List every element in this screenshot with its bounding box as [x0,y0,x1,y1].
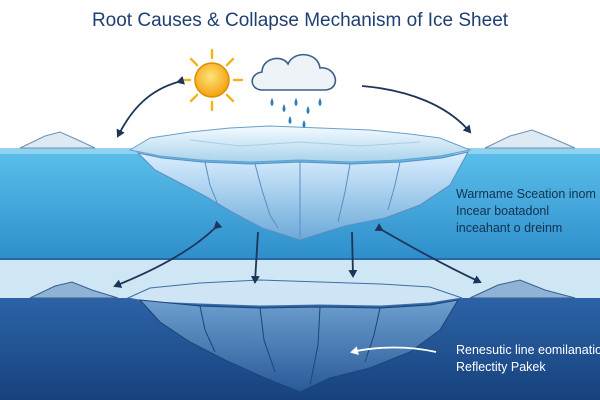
upper-iceberg-crack-4 [337,163,351,223]
upper-iceberg-ridge [189,139,421,147]
upper-iceberg [128,125,472,241]
lower-iceberg-crack-2 [259,307,276,373]
upper-iceberg-underwater [136,151,469,241]
mountain-right-bottom [469,279,576,299]
diagram-title: Root Causes & Collapse Mechanism of Ice … [91,10,509,31]
upper-label-line-1: Warmame Sceation inom [456,187,596,201]
arrow-cloud-to-right [361,85,472,134]
middle-band-line [0,258,600,260]
lower-iceberg-crack-1 [199,305,216,353]
arrow-upper-right-down [374,223,482,284]
lower-ocean-label: Renesutic line eomilanation Reflectity P… [456,342,600,376]
upper-iceberg-crack-1 [204,161,219,206]
arrow-upper-left-down [113,220,223,288]
arrow-upper-center-right-down [348,231,358,278]
lower-label-line-2: Reflectity Pakek [456,360,546,374]
upper-iceberg-crack-5 [387,161,401,211]
upper-ocean-label: Warmame Sceation inom Incear boatadonl i… [456,186,596,237]
lower-label-line-1: Renesutic line eomilanation [456,343,600,357]
lower-iceberg-underwater [138,299,459,393]
arrow-upper-center-left-down [250,231,260,284]
upper-label-line-3: inceahant o dreinm [456,221,563,235]
mountain-left-bottom [29,281,119,299]
lower-iceberg-crack-4 [364,307,381,363]
upper-label-line-2: Incear boatadonl [456,204,550,218]
upper-iceberg-crack-2 [254,163,279,229]
upper-iceberg-top [128,125,472,163]
lower-iceberg-crack-3 [309,306,321,386]
arrow-sun-to-left [116,76,186,138]
mountain-right-top [484,129,576,149]
rain-cloud-icon [251,53,337,128]
lower-iceberg [126,279,463,393]
mountain-left-top [19,131,96,149]
sun-icon [180,48,244,112]
arrow-lower-pointer [350,346,437,356]
